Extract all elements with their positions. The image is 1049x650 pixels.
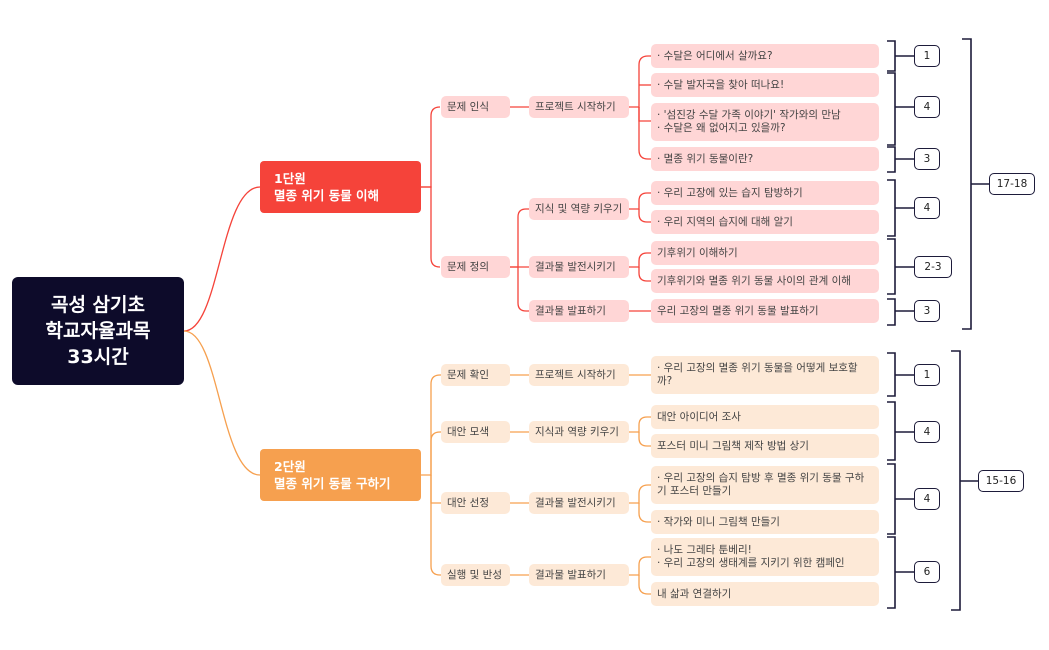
root-title-line3: 33시간 [67, 346, 129, 368]
activity-line: · 나도 그레타 툰베리! [657, 544, 752, 556]
activity-item[interactable]: · 우리 고장에 있는 습지 탐방하기 [651, 181, 879, 205]
hours-badge: 1 [914, 364, 940, 386]
hours-badge: 2-3 [914, 256, 952, 278]
phase-select-alternative[interactable]: 대안 선정 [441, 492, 510, 514]
hours-badge: 4 [914, 488, 940, 510]
hours-badge: 6 [914, 561, 940, 583]
activity-item[interactable]: · 우리 지역의 습지에 대해 알기 [651, 210, 879, 234]
hours-badge: 4 [914, 96, 940, 118]
activity-line: · 우리 고장의 습지 탐방 후 멸종 위기 동물 구하 [657, 472, 865, 484]
hours-badge: 4 [914, 197, 940, 219]
activity-item[interactable]: · 수달은 어디에서 살까요? [651, 44, 879, 68]
step-present-output[interactable]: 결과물 발표하기 [529, 300, 629, 322]
unit2-subtitle: 멸종 위기 동물 구하기 [274, 476, 391, 491]
activity-item[interactable]: · 나도 그레타 툰베리! · 우리 고장의 생태계를 지키기 위한 캠페인 [651, 538, 879, 576]
activity-item[interactable]: · 작가와 미니 그림책 만들기 [651, 510, 879, 534]
activity-item[interactable]: 기후위기 이해하기 [651, 241, 879, 265]
step-project-start[interactable]: 프로젝트 시작하기 [529, 96, 629, 118]
phase-problem-definition[interactable]: 문제 정의 [441, 256, 510, 278]
activity-item[interactable]: 내 삶과 연결하기 [651, 582, 879, 606]
phase-execute-reflect[interactable]: 실행 및 반성 [441, 564, 510, 586]
hours-badge: 1 [914, 45, 940, 67]
activity-line: · 우리 고장의 생태계를 지키기 위한 캠페인 [657, 557, 845, 569]
total-hours-badge: 17-18 [989, 173, 1035, 195]
unit2-node[interactable]: 2단원 멸종 위기 동물 구하기 [260, 449, 421, 501]
activity-item[interactable]: · '섬진강 수달 가족 이야기' 작가와의 만남 · 수달은 왜 없어지고 있… [651, 103, 879, 141]
step-build-knowledge[interactable]: 지식 및 역량 키우기 [529, 198, 629, 220]
total-hours-badge: 15-16 [978, 470, 1024, 492]
activity-item[interactable]: 기후위기와 멸종 위기 동물 사이의 관계 이해 [651, 269, 879, 293]
unit1-node[interactable]: 1단원 멸종 위기 동물 이해 [260, 161, 421, 213]
step-build-knowledge[interactable]: 지식과 역량 키우기 [529, 421, 629, 443]
root-title-line1: 곡성 삼기초 [50, 294, 145, 316]
hours-badge: 3 [914, 300, 940, 322]
activity-item[interactable]: · 우리 고장의 습지 탐방 후 멸종 위기 동물 구하 기 포스터 만들기 [651, 466, 879, 504]
phase-problem-check[interactable]: 문제 확인 [441, 364, 510, 386]
activity-item[interactable]: 우리 고장의 멸종 위기 동물 발표하기 [651, 299, 879, 323]
step-present-output[interactable]: 결과물 발표하기 [529, 564, 629, 586]
unit2-title: 2단원 [274, 459, 306, 474]
activity-item[interactable]: · 수달 발자국을 찾아 떠나요! [651, 73, 879, 97]
activity-item[interactable]: · 멸종 위기 동물이란? [651, 147, 879, 171]
step-project-start[interactable]: 프로젝트 시작하기 [529, 364, 629, 386]
activity-line: 기 포스터 만들기 [657, 485, 732, 497]
activity-item[interactable]: 대안 아이디어 조사 [651, 405, 879, 429]
activity-line: 까? [657, 375, 673, 387]
activity-line: · 우리 고장의 멸종 위기 동물을 어떻게 보호할 [657, 362, 858, 374]
hours-badge: 4 [914, 421, 940, 443]
root-node[interactable]: 곡성 삼기초 학교자율과목 33시간 [12, 277, 184, 385]
step-develop-output[interactable]: 결과물 발전시키기 [529, 256, 629, 278]
hours-badge: 3 [914, 148, 940, 170]
activity-line: · '섬진강 수달 가족 이야기' 작가와의 만남 [657, 109, 841, 121]
activity-line: · 수달은 왜 없어지고 있을까? [657, 122, 786, 134]
root-title-line2: 학교자율과목 [45, 320, 151, 342]
unit1-subtitle: 멸종 위기 동물 이해 [274, 188, 380, 203]
phase-problem-recognition[interactable]: 문제 인식 [441, 96, 510, 118]
unit1-title: 1단원 [274, 171, 306, 186]
activity-item[interactable]: · 우리 고장의 멸종 위기 동물을 어떻게 보호할 까? [651, 356, 879, 394]
phase-explore-alternatives[interactable]: 대안 모색 [441, 421, 510, 443]
activity-item[interactable]: 포스터 미니 그림책 제작 방법 상기 [651, 434, 879, 458]
step-develop-output[interactable]: 결과물 발전시키기 [529, 492, 629, 514]
